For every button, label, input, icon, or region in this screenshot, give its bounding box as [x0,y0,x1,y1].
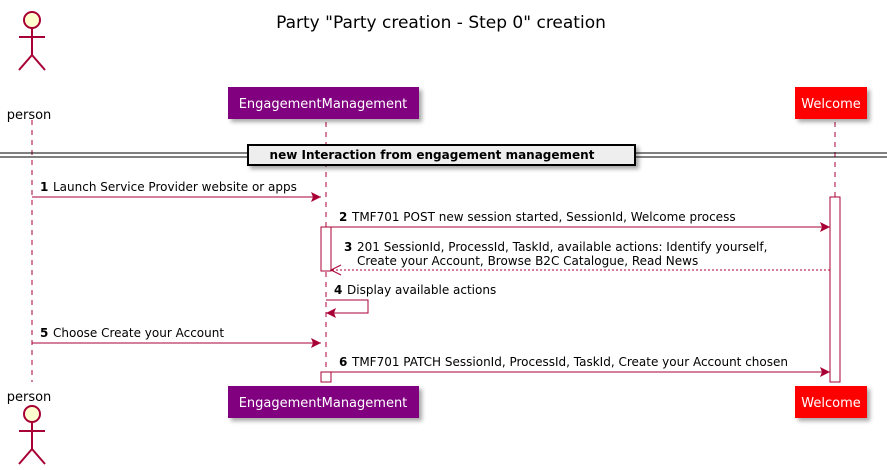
participant-label-engagement-bottom: EngagementManagement [239,396,408,411]
activation-welcome [829,196,841,383]
message-1-number: 1 [40,180,48,194]
message-6-label: TMF701 PATCH SessionId, ProcessId, TaskI… [351,355,788,369]
participant-box-engagement-bottom [228,386,419,418]
message-4: 4 Display available actions [326,283,496,318]
participant-label-welcome-top: Welcome [801,97,860,112]
divider: new Interaction from engagement manageme… [0,144,887,166]
message-3: 3 201 SessionId, ProcessId, TaskId, avai… [329,240,830,276]
message-2-label: TMF701 POST new session started, Session… [351,210,736,224]
message-4-number: 4 [334,283,342,297]
activation-engagement [320,226,332,272]
actor-person-bottom [18,405,46,465]
message-4-label: Display available actions [347,283,496,297]
participant-label-person-top: person [7,108,52,123]
activation-engagement-2 [320,371,332,383]
message-1-label: Launch Service Provider website or apps [53,180,297,194]
participant-box-engagement-top [228,87,419,119]
message-3-number: 3 [344,240,352,254]
participant-label-person-bottom: person [7,390,52,405]
message-1: 1 Launch Service Provider website or app… [32,180,321,202]
message-6: 6 TMF701 PATCH SessionId, ProcessId, Tas… [331,355,830,377]
participant-box-welcome-top [795,87,867,119]
message-5: 5 Choose Create your Account [32,326,321,348]
divider-label: new Interaction from engagement manageme… [270,148,595,162]
message-5-label: Choose Create your Account [53,326,224,340]
message-3-label-line1: 201 SessionId, ProcessId, TaskId, availa… [357,240,767,254]
participant-label-welcome-bottom: Welcome [801,396,860,411]
participant-label-engagement-top: EngagementManagement [239,97,408,112]
participant-box-welcome-bottom [795,386,867,418]
message-2-number: 2 [339,210,347,224]
actor-person-top [18,11,46,71]
message-6-number: 6 [339,355,347,369]
message-3-label-line2: Create your Account, Browse B2C Catalogu… [357,254,698,268]
diagram-title: Party "Party creation - Step 0" creation [276,13,606,33]
actor-head-icon [23,11,41,29]
actor-head-icon [23,405,41,423]
message-2: 2 TMF701 POST new session started, Sessi… [326,210,830,232]
message-5-number: 5 [40,326,48,340]
